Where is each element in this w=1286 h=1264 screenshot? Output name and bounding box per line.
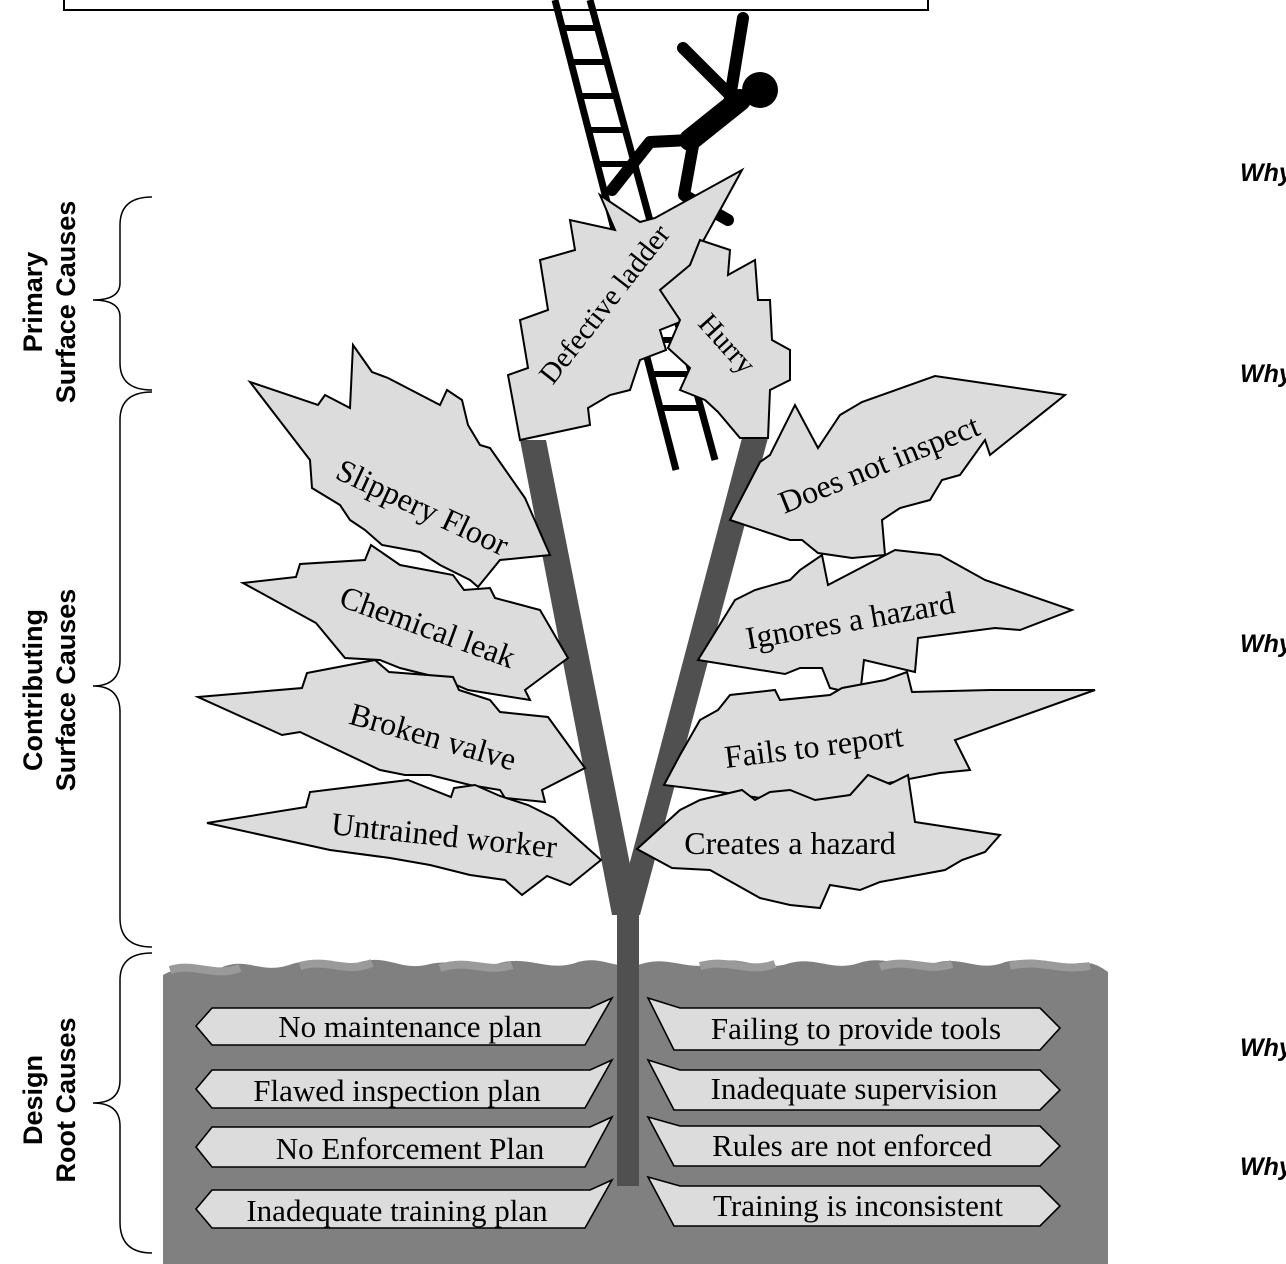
root-cause-flawed-inspection-plan: Flawed inspection plan: [253, 1073, 541, 1108]
leaf-hurry: [658, 238, 791, 439]
title-box: [63, 0, 929, 11]
root-cause-no-enforcement-plan: No Enforcement Plan: [276, 1131, 545, 1166]
leaf-broken-valve: [194, 658, 587, 804]
root-cause-no-maintenance-plan: No maintenance plan: [278, 1009, 542, 1044]
root-cause-inadequate-supervision: Inadequate supervision: [711, 1071, 998, 1106]
tree-trunk: [520, 438, 768, 1186]
category-brackets: [92, 196, 153, 1254]
leaf-ignores-a-hazard: [696, 548, 1075, 697]
why-label-3: Why?: [1240, 630, 1286, 658]
leaf-creates-a-hazard: [635, 773, 1002, 910]
leaf-chemical-leak: [239, 543, 570, 702]
leaf-untrained-worker: [206, 778, 603, 897]
why-label-4: Why?: [1240, 1034, 1286, 1062]
contributing-cause-creates-a-hazard: Creates a hazard: [684, 825, 895, 861]
root-cause-failing-to-provide-tools: Failing to provide tools: [711, 1011, 1001, 1046]
why-label-5: Why?: [1240, 1153, 1286, 1181]
category-contributing-line1: Contributing: [18, 609, 48, 771]
falling-worker-icon: [606, 12, 778, 226]
root-cause-rules-not-enforced: Rules are not enforced: [712, 1128, 992, 1163]
why-label-2: Why?: [1240, 360, 1286, 388]
why-label-1: Why?: [1240, 159, 1286, 187]
root-cause-left-shapes: [194, 996, 614, 1229]
category-design-line2: Root Causes: [51, 1017, 81, 1182]
leaf-slippery-floor: [247, 342, 552, 589]
leaf-does-not-inspect: [728, 374, 1068, 560]
category-primary-line2: Surface Causes: [51, 201, 81, 404]
category-contributing-line2: Surface Causes: [51, 589, 81, 792]
category-primary-line1: Primary: [18, 252, 48, 353]
root-cause-right-shapes: [646, 996, 1062, 1227]
category-design-line1: Design: [18, 1055, 48, 1145]
root-cause-inadequate-training-plan: Inadequate training plan: [246, 1193, 548, 1228]
leaf-defective-ladder: [506, 167, 745, 442]
root-cause-training-inconsistent: Training is inconsistent: [713, 1188, 1003, 1223]
